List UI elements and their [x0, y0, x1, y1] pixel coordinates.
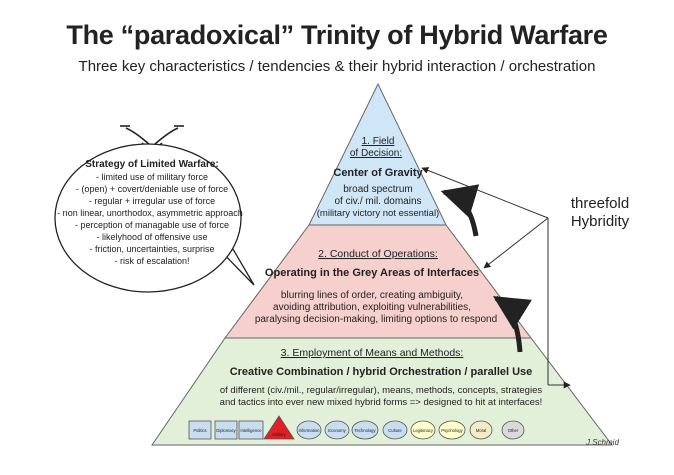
bracket-arrow-middle [483, 217, 549, 269]
domain-economy-shape [324, 420, 350, 440]
domain-culture-label: Culture [388, 428, 402, 433]
curved-arrow-upper [440, 184, 480, 237]
bracket-arrow-top [421, 167, 549, 219]
conduct-label: 2. Conduct of Operations: [318, 248, 438, 260]
field-line: (military victory not essential) [317, 208, 439, 219]
domain-diplomacy-label: Diplomacy [216, 428, 236, 433]
domain-moral-label: Moral [476, 428, 487, 433]
strategy-line: - limited use of military force [96, 172, 208, 182]
strategy-line: - (open) + covert/deniable use of force [76, 184, 228, 194]
domain-legitimacy-label: Legitimacy [413, 428, 434, 433]
threefold-hybridity-label: threefold Hybridity [560, 195, 640, 231]
means-line: and tactics into ever new mixed hybrid f… [220, 397, 543, 408]
strategy-line: - friction, uncertainties, surprise [89, 244, 214, 254]
domain-technology-label: Technology [354, 428, 376, 433]
domain-other-shape [501, 420, 525, 440]
field-label-line1: 1. Field [362, 136, 395, 147]
means-heading: Creative Combination / hybrid Orchestrat… [230, 366, 533, 378]
domain-other-label: Other [508, 428, 519, 433]
domain-diplomacy-shape [214, 420, 238, 440]
means-layer [151, 337, 614, 446]
strategy-line: - non linear, unorthodox, asymmetric app… [57, 208, 243, 218]
side-label-line1: threefold [570, 195, 630, 212]
domain-information-shape [296, 420, 322, 440]
domain-politics-shape [188, 420, 212, 440]
strategy-line: - perception of managable use of force [75, 220, 229, 230]
conduct-line: paralysing decision-making, limiting opt… [255, 314, 497, 325]
curved-arrow-lower [493, 295, 532, 353]
strategy-heading: Strategy of Limited Warfare: [85, 159, 219, 170]
domain-intelligence-shape [238, 420, 264, 440]
domain-intelligence-label: Intelligence [240, 428, 262, 433]
domain-moral-shape [469, 420, 493, 440]
means-label: 3. Employment of Means and Methods: [281, 347, 464, 359]
field-line: of civ./ mil. domains [334, 196, 421, 207]
domain-military-label: Military [272, 432, 286, 437]
field-heading: Center of Gravity [333, 167, 423, 179]
domain-technology-shape [351, 420, 379, 440]
domain-economy-label: Economy [328, 428, 346, 433]
strategy-line: - risk of escalation! [114, 256, 189, 266]
domain-culture-shape [382, 420, 408, 440]
conduct-line: blurring lines of order, creating ambigu… [281, 290, 463, 301]
field-line: broad spectrum [343, 184, 412, 195]
strategy-bubble [54, 143, 255, 293]
side-label-line2: Hybridity [570, 213, 630, 230]
diagram-title: The “paradoxical” Trinity of Hybrid Warf… [66, 20, 608, 50]
domain-military-shape [263, 415, 295, 440]
conduct-heading: Operating in the Grey Areas of Interface… [265, 267, 479, 279]
domain-psychology-label: Psychology [441, 428, 463, 433]
means-line: of different (civ./mil., regular/irregul… [220, 385, 543, 396]
diagram-subtitle: Three key characteristics / tendencies &… [78, 58, 596, 75]
conduct-line: avoiding attribution, exploiting vulnera… [273, 302, 471, 313]
strategy-line: - regular + irregular use of force [89, 196, 215, 206]
author-signature: J.Schmid [586, 438, 619, 447]
strategy-line: - likelyhood of offensive use [97, 232, 208, 242]
domain-legitimacy-shape [410, 420, 436, 440]
domain-information-label: Information [299, 428, 321, 433]
domain-politics-label: Politics [193, 428, 206, 433]
domain-psychology-shape [438, 420, 466, 440]
field-label-line2: of Decision: [350, 148, 402, 159]
